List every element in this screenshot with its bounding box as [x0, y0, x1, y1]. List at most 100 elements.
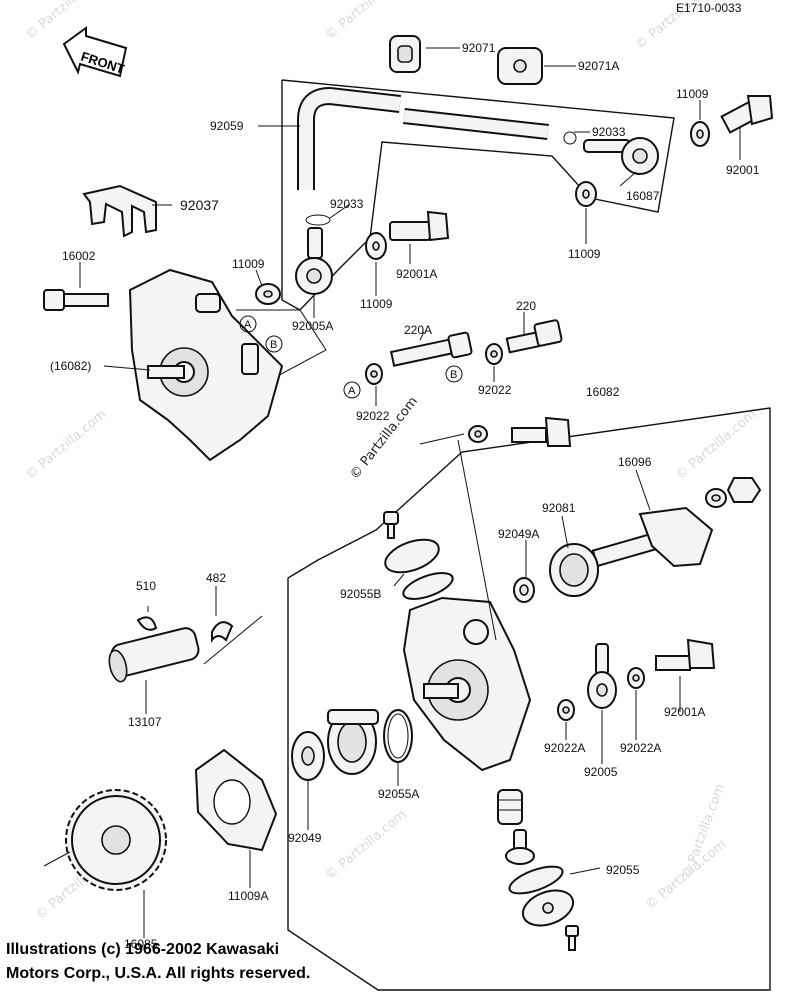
- bolt-220: [505, 319, 563, 354]
- watermark-text: © Partzilla.com: [323, 807, 409, 883]
- copyright-line-2: Motors Corp., U.S.A. All rights reserved…: [6, 965, 311, 982]
- clip-92033: [563, 131, 577, 145]
- washer-92022-b: [485, 343, 503, 365]
- front-arrow: FRONT: [62, 26, 128, 78]
- label-11009-b: 11009: [360, 297, 393, 311]
- ref-markers: A B A B: [239, 315, 463, 399]
- bolt-16002: [43, 289, 109, 311]
- label-92001-tr: 92001: [726, 163, 760, 177]
- washer-11009-tr: [690, 121, 710, 147]
- label-92081: 92081: [542, 501, 576, 515]
- label-92055a: 92055A: [378, 787, 419, 801]
- watermark-text: © Partzilla.com: [673, 407, 759, 483]
- shaft-13107: [108, 627, 200, 683]
- screw-bottom: [565, 925, 579, 951]
- gasket-11009a: [194, 748, 278, 852]
- bolt-92001a-top: [389, 210, 450, 242]
- label-92037: 92037: [180, 197, 219, 213]
- ref-a-label: A: [244, 319, 252, 331]
- bolt-92001a-low: [655, 638, 716, 671]
- banjo-fitting-16087: [583, 137, 659, 175]
- clip-92033-left: [305, 214, 331, 226]
- label-92033-top: 92033: [592, 125, 626, 139]
- circlip-482: [211, 621, 234, 643]
- spring-92081: [549, 543, 599, 597]
- grommet-92071a: [497, 47, 543, 85]
- pump-cover: [327, 709, 379, 775]
- label-92001a-low: 92001A: [664, 705, 705, 719]
- label-92049: 92049: [288, 831, 322, 845]
- nut-right: [726, 477, 762, 503]
- key-510: [136, 616, 158, 631]
- label-92055: 92055: [606, 863, 640, 877]
- label-92055b: 92055B: [340, 587, 381, 601]
- seal-92049: [291, 731, 325, 781]
- hose-92059: [297, 86, 549, 190]
- label-510: 510: [136, 579, 156, 593]
- washer-11009-mid: [575, 181, 597, 207]
- label-92049a: 92049A: [498, 527, 539, 541]
- washer-11009-left: [255, 283, 281, 305]
- screw-small: [383, 511, 399, 539]
- grommet-92071: [389, 35, 421, 73]
- gear-16085: [65, 789, 167, 891]
- label-92022a-2: 92022A: [620, 741, 661, 755]
- label-92001a-top: 92001A: [396, 267, 437, 281]
- washer-11009-b: [365, 232, 387, 260]
- label-92033-left: 92033: [330, 197, 364, 211]
- label-92071: 92071: [462, 41, 496, 55]
- label-92005: 92005: [584, 765, 618, 779]
- ref-b-label: B: [270, 339, 277, 351]
- o-ring-92055a: [383, 709, 413, 763]
- assembly-frames: [236, 79, 771, 991]
- ref-a-label: A: [348, 385, 356, 397]
- label-11009-mid: 11009: [568, 247, 601, 261]
- washer-right-1: [705, 488, 727, 508]
- label-482: 482: [206, 571, 226, 585]
- leader-lines: [43, 47, 741, 938]
- label-11009-left: 11009: [232, 257, 265, 271]
- clip-92037: [82, 184, 157, 238]
- cover-plate-92055b: [384, 538, 454, 600]
- label-13107: 13107: [128, 715, 162, 729]
- relief-spring: [497, 789, 523, 825]
- washer-92022a-2: [627, 667, 645, 689]
- bolt-upper-box: [511, 416, 572, 447]
- label-92022-b: 92022: [478, 383, 512, 397]
- part-labels: 92071 92071A 92059 92033 11009 92001 160…: [50, 41, 760, 951]
- relief-valve: [505, 829, 535, 865]
- label-92059: 92059: [210, 119, 244, 133]
- label-16082-paren: (16082): [50, 359, 91, 373]
- label-92022-a: 92022: [356, 409, 390, 423]
- banjo-fitting-92005a: [295, 227, 333, 295]
- label-11009a: 11009A: [228, 889, 268, 903]
- oil-pump-body-16082: [402, 596, 532, 772]
- bolt-220a: [389, 331, 473, 367]
- copyright-line-1: Illustrations (c) 1966-2002 Kawasaki: [6, 941, 280, 958]
- gasket-92055: [508, 865, 564, 895]
- washer-92022a-1: [557, 699, 575, 721]
- center-watermark-text: © Partzilla.com: [347, 394, 421, 482]
- label-16082: 16082: [586, 385, 620, 399]
- copyright-caption: Illustrations (c) 1966-2002 Kawasaki Mot…: [6, 938, 426, 986]
- shaft-16096: [591, 506, 714, 568]
- label-92022a-1: 92022A: [544, 741, 585, 755]
- label-92005a: 92005A: [292, 319, 333, 333]
- cap-plate: [521, 889, 575, 927]
- seal-92049a: [513, 577, 535, 603]
- label-220: 220: [516, 299, 536, 313]
- label-16087: 16087: [626, 189, 660, 203]
- watermark-text: © Partzilla.com: [23, 407, 109, 483]
- ref-b-label: B: [450, 369, 457, 381]
- oil-pump-16082-upper: [128, 268, 284, 462]
- washer-upper-box: [468, 425, 488, 443]
- watermark-text: © Partzilla.com: [23, 0, 109, 43]
- label-16002: 16002: [62, 249, 96, 263]
- label-220a: 220A: [404, 323, 432, 337]
- label-16085: 16085: [124, 937, 158, 951]
- banjo-fitting-92005: [587, 643, 617, 709]
- label-11009-tr: 11009: [676, 87, 709, 101]
- label-16096: 16096: [618, 455, 652, 469]
- washer-92022-a: [365, 363, 383, 385]
